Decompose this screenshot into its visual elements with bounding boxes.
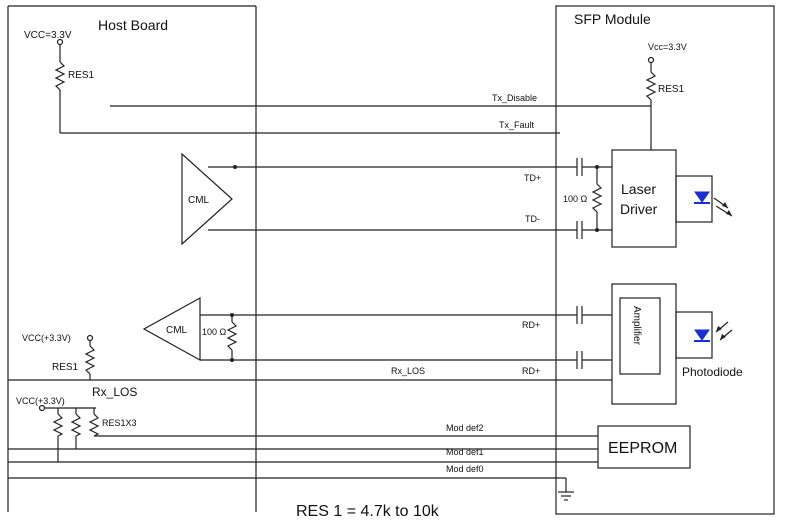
r-tx-label: 100 Ω — [563, 194, 588, 204]
res1-top — [54, 61, 66, 91]
td-lines: TD+ TD- 100 Ω — [208, 158, 612, 239]
rd-plus-2-label: RD+ — [522, 366, 540, 376]
photodiode-label: Photodiode — [682, 365, 743, 379]
laser-driver-line1: Laser — [621, 181, 656, 197]
cml-tx-label: CML — [188, 195, 210, 206]
rx-los-signal-label: Rx_LOS — [391, 366, 425, 376]
amplifier-block: Amplifier Photodiode — [611, 283, 743, 405]
res1-module — [645, 71, 657, 101]
rx-los-host-label: Rx_LOS — [92, 385, 137, 399]
res-note: RES 1 = 4.7k to 10k — [296, 503, 440, 520]
res1-module-label: RES1 — [658, 84, 685, 95]
host-board-title: Host Board — [98, 17, 168, 33]
sfp-module: SFP Module — [555, 5, 775, 515]
res1-top-label: RES1 — [68, 70, 95, 81]
eeprom: EEPROM — [597, 425, 691, 469]
host-board: Host Board — [7, 5, 257, 512]
sfp-module-title: SFP Module — [574, 11, 651, 27]
mod-def-pullups: VCC(+3.3V) RES1X3 — [16, 396, 137, 462]
module-vcc: Vcc=3.3V RES1 — [645, 42, 687, 150]
vcc-mod-label: VCC(+3.3V) — [16, 396, 65, 406]
td-minus-label: TD- — [525, 214, 540, 224]
cml-rx-label: CML — [166, 325, 188, 336]
res-mod-label: RES1X3 — [102, 418, 137, 428]
res1-rx-label: RES1 — [52, 362, 79, 373]
vcc-top-label: VCC=3.3V — [24, 30, 72, 41]
laser-diode-icon — [694, 191, 710, 203]
module-vcc-label: Vcc=3.3V — [648, 42, 687, 52]
mod-def2-label: Mod def2 — [446, 423, 484, 433]
amplifier-label: Amplifier — [631, 306, 642, 346]
photodiode-icon — [694, 329, 710, 341]
tx-disable-label: Tx_Disable — [492, 93, 537, 103]
host-vcc-top: VCC=3.3V RES1 — [24, 30, 560, 134]
mod-def-lines: Mod def2 Mod def1 Mod def0 — [8, 423, 598, 501]
laser-driver-line2: Driver — [620, 201, 658, 217]
eeprom-label: EEPROM — [608, 440, 677, 457]
td-plus-label: TD+ — [524, 173, 541, 183]
mod-def0-label: Mod def0 — [446, 464, 484, 474]
laser-driver: Laser Driver — [611, 149, 733, 248]
tx-fault-label: Tx_Fault — [499, 120, 535, 130]
r-rx-label: 100 Ω — [202, 327, 227, 337]
mod-def1-label: Mod def1 — [446, 447, 484, 457]
rd-plus-1-label: RD+ — [522, 320, 540, 330]
vcc-rx-label: VCC(+3.3V) — [22, 333, 71, 343]
cml-tx-driver: CML — [181, 152, 233, 246]
tx-disable-line: Tx_Disable Tx_Fault — [110, 93, 651, 130]
cml-rx-receiver: CML 100 Ω RD+ — [142, 296, 612, 369]
rx-los: VCC(+3.3V) RES1 Rx_LOS Rx_LOS RD+ — [8, 333, 612, 399]
